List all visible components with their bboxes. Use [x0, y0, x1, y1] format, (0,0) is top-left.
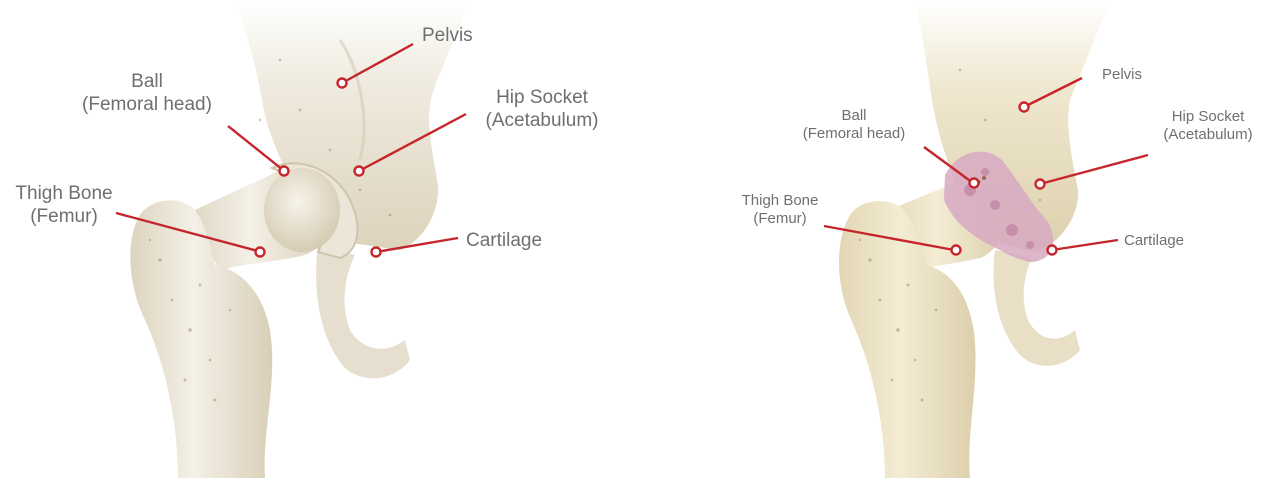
label-hip-socket: Hip Socket (Acetabulum) — [1146, 108, 1270, 145]
label-thigh-bone-line1: Thigh Bone — [4, 182, 124, 205]
label-ball-line2: (Femoral head) — [784, 125, 924, 143]
healthy-hip-panel: Pelvis Ball (Femoral head) Hip Socket (A… — [0, 0, 640, 478]
marker-thigh — [256, 248, 265, 257]
arthritic-hip-panel: Pelvis Ball (Femoral head) Hip Socket (A… — [640, 0, 1270, 478]
marker-ball — [970, 179, 979, 188]
pubis-bone — [316, 245, 410, 378]
label-cartilage: Cartilage — [1124, 232, 1184, 250]
label-ball-line1: Ball — [62, 70, 232, 93]
label-ball-line2: (Femoral head) — [62, 93, 232, 116]
marker-pelvis — [1020, 103, 1029, 112]
marker-pelvis — [338, 79, 347, 88]
label-pelvis: Pelvis — [422, 24, 473, 47]
label-cartilage: Cartilage — [466, 229, 542, 252]
label-hip-socket-line2: (Acetabulum) — [462, 109, 622, 132]
label-hip-socket-line1: Hip Socket — [462, 86, 622, 109]
label-pelvis: Pelvis — [1102, 66, 1142, 84]
femoral-head — [264, 168, 340, 252]
label-thigh-bone: Thigh Bone (Femur) — [730, 192, 830, 229]
label-cartilage-text: Cartilage — [466, 230, 542, 251]
label-cartilage-text: Cartilage — [1124, 232, 1184, 249]
label-thigh-bone-line2: (Femur) — [4, 205, 124, 228]
marker-ball — [280, 167, 289, 176]
label-pelvis-text: Pelvis — [422, 25, 473, 46]
label-hip-socket: Hip Socket (Acetabulum) — [462, 86, 622, 132]
marker-socket — [1036, 180, 1045, 189]
marker-socket — [355, 167, 364, 176]
marker-cartilage — [1048, 246, 1057, 255]
leader-cartilage — [1052, 240, 1118, 250]
label-thigh-bone: Thigh Bone (Femur) — [4, 182, 124, 228]
label-thigh-bone-line1: Thigh Bone — [730, 192, 830, 210]
label-ball: Ball (Femoral head) — [62, 70, 232, 116]
label-ball-line1: Ball — [784, 107, 924, 125]
label-hip-socket-line2: (Acetabulum) — [1146, 126, 1270, 144]
label-hip-socket-line1: Hip Socket — [1146, 108, 1270, 126]
marker-cartilage — [372, 248, 381, 257]
marker-thigh — [952, 246, 961, 255]
label-ball: Ball (Femoral head) — [784, 107, 924, 144]
label-pelvis-text: Pelvis — [1102, 66, 1142, 83]
label-thigh-bone-line2: (Femur) — [730, 210, 830, 228]
pubis-bone — [994, 250, 1080, 366]
